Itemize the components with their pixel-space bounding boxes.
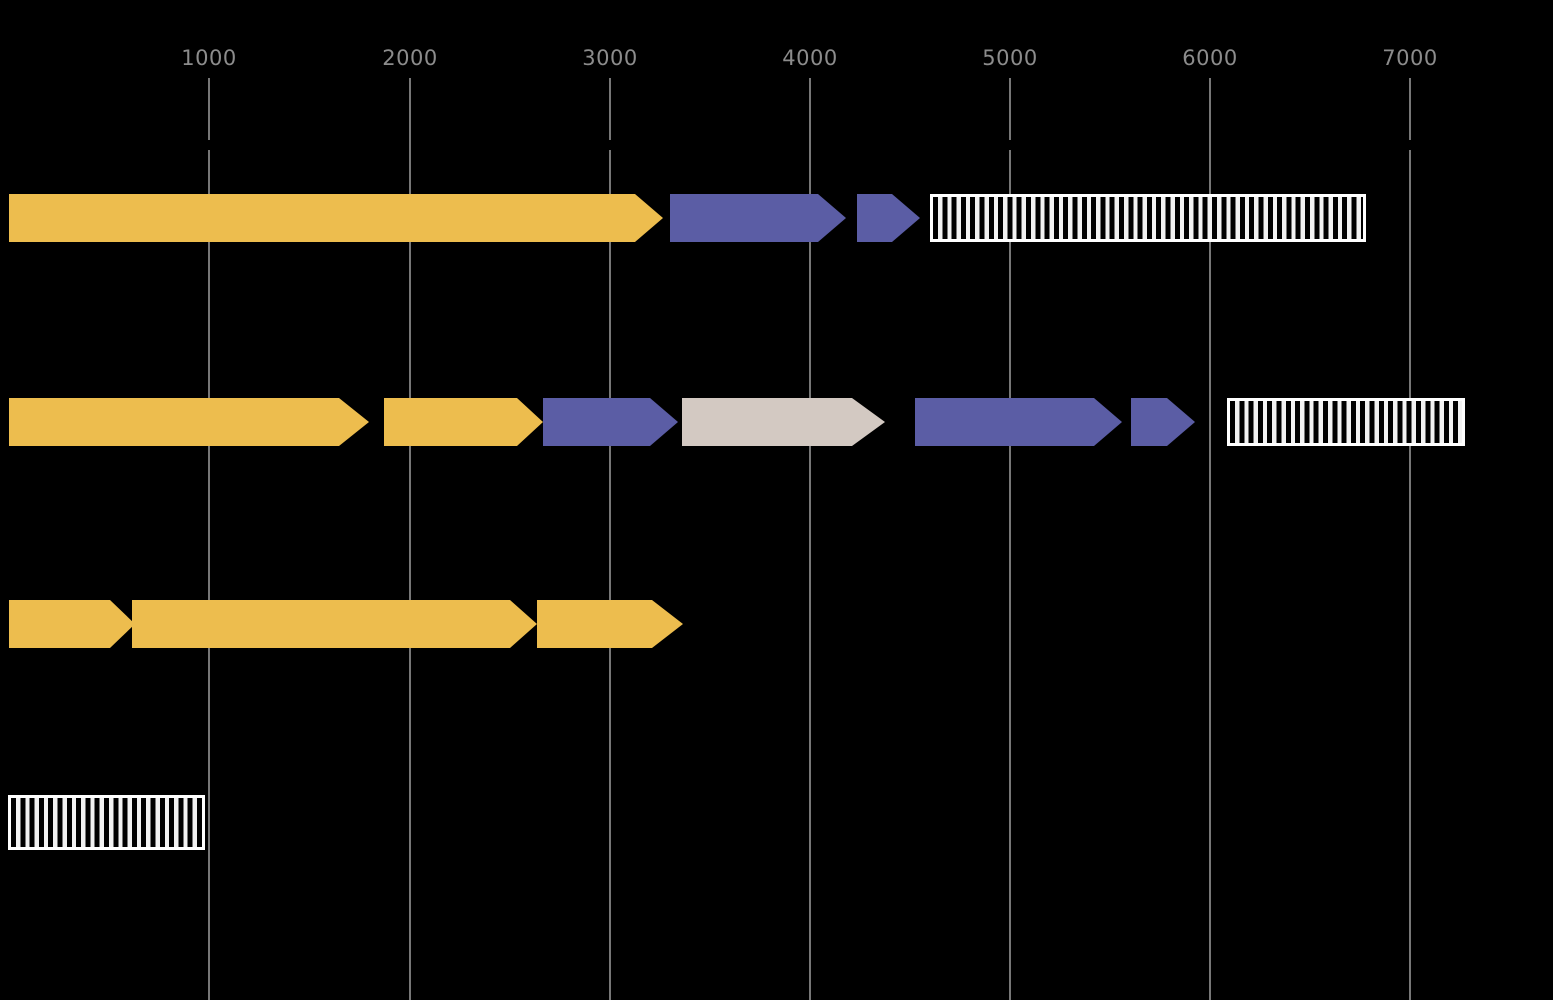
feature-2-2[interactable] — [384, 398, 543, 446]
feature-1-1[interactable] — [9, 194, 663, 242]
axis-tick-label: 6000 — [1182, 46, 1238, 70]
arrow-right-icon — [682, 398, 885, 446]
arrow-right-icon — [132, 600, 537, 648]
axis-tick-label: 2000 — [382, 46, 438, 70]
arrow-right-icon — [543, 398, 678, 446]
feature-2-6[interactable] — [1131, 398, 1195, 446]
track-2 — [0, 398, 1553, 446]
axis-gridline — [409, 78, 411, 1000]
arrow-right-icon — [9, 194, 663, 242]
arrow-right-icon — [384, 398, 543, 446]
track-3 — [0, 600, 1553, 648]
feature-2-4[interactable] — [682, 398, 885, 446]
feature-4-1[interactable] — [8, 795, 205, 850]
feature-1-4[interactable] — [930, 194, 1366, 242]
feature-2-3[interactable] — [543, 398, 678, 446]
hatch-pattern — [1230, 401, 1462, 443]
feature-2-5[interactable] — [915, 398, 1122, 446]
hatch-pattern — [11, 798, 202, 847]
axis-gridline — [208, 78, 210, 1000]
hatch-pattern — [933, 197, 1363, 239]
feature-2-1[interactable] — [9, 398, 369, 446]
axis-gridline — [1009, 78, 1011, 1000]
arrow-right-icon — [9, 398, 369, 446]
feature-1-3[interactable] — [857, 194, 920, 242]
axis-tick-label: 7000 — [1382, 46, 1438, 70]
feature-2-7[interactable] — [1227, 398, 1465, 446]
arrow-right-icon — [857, 194, 920, 242]
arrow-right-icon — [670, 194, 846, 242]
feature-3-3[interactable] — [537, 600, 683, 648]
axis-gridline — [809, 78, 811, 1000]
axis-tick-label: 4000 — [782, 46, 838, 70]
arrow-right-icon — [9, 600, 135, 648]
feature-3-2[interactable] — [132, 600, 537, 648]
feature-3-1[interactable] — [9, 600, 135, 648]
arrow-right-icon — [915, 398, 1122, 446]
axis-gridline — [609, 78, 611, 1000]
track-4 — [0, 795, 1553, 850]
axis-gridline — [1209, 78, 1211, 1000]
axis-tick-label: 1000 — [181, 46, 237, 70]
arrow-right-icon — [1131, 398, 1195, 446]
track-1 — [0, 194, 1553, 242]
axis-tick-label: 3000 — [582, 46, 638, 70]
arrow-right-icon — [537, 600, 683, 648]
axis-tick-label: 5000 — [982, 46, 1038, 70]
feature-1-2[interactable] — [670, 194, 846, 242]
axis-gridline — [1409, 78, 1411, 1000]
